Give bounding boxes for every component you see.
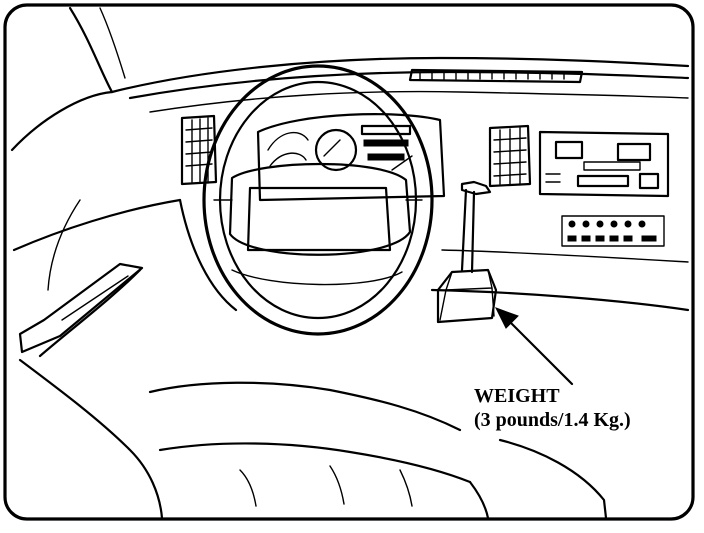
windshield-pillar bbox=[10, 6, 126, 152]
weight-block bbox=[436, 268, 498, 324]
right-air-vent bbox=[488, 124, 532, 188]
dashboard-top bbox=[110, 56, 690, 113]
climate-controls bbox=[561, 215, 665, 247]
left-air-vent bbox=[180, 114, 218, 186]
weight-callout-label: WEIGHT (3 pounds/1.4 Kg.) bbox=[474, 384, 694, 432]
callout-line-weight: WEIGHT bbox=[474, 385, 560, 407]
radio-panel bbox=[538, 130, 670, 198]
defroster-vent bbox=[408, 68, 584, 84]
instrument-cluster bbox=[256, 113, 446, 202]
gear-shift-lever bbox=[460, 180, 492, 274]
steering-wheel bbox=[202, 64, 434, 336]
callout-line-amount: (3 pounds/1.4 Kg.) bbox=[474, 409, 631, 431]
figure-border bbox=[3, 3, 695, 521]
callout-arrow bbox=[494, 307, 574, 386]
lower-dashboard bbox=[12, 198, 690, 358]
seat-and-door bbox=[18, 199, 608, 520]
